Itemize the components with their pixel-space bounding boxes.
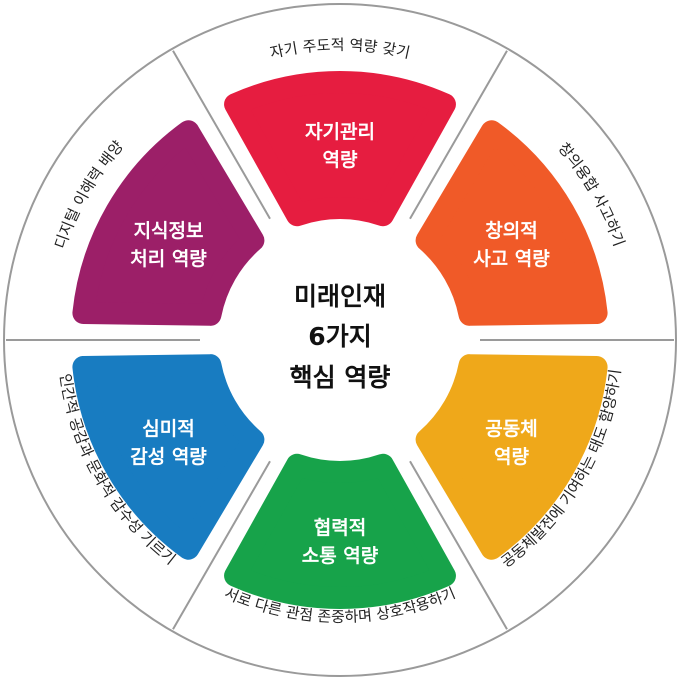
petal-label-line: 심미적	[142, 418, 194, 440]
outer-ring	[3, 3, 677, 677]
center-title: 미래인재 6가지 핵심 역량	[290, 282, 391, 392]
petal-label-line: 역량	[494, 446, 529, 468]
petal-shape	[415, 354, 608, 560]
center-line-2: 6가지	[308, 322, 371, 351]
petal-label-line: 처리 역량	[130, 248, 207, 270]
petal-label-line: 감성 역량	[130, 446, 207, 468]
divider-line	[172, 460, 271, 630]
petal-shape	[224, 71, 456, 227]
petal-label-line: 지식정보	[134, 220, 204, 242]
petal-label-line: 소통 역량	[302, 545, 379, 567]
petal-label-line: 사고 역량	[473, 248, 550, 270]
petal-shape	[415, 120, 608, 326]
ring-text-self-management: 자기 주도적 역량 갖기	[268, 36, 411, 62]
ring-text-path: 자기 주도적 역량 갖기	[268, 36, 411, 62]
divider-line	[409, 460, 508, 630]
petal-label-line: 창의적	[485, 220, 537, 242]
petal-label-line: 공동체	[485, 418, 537, 440]
center-line-1: 미래인재	[294, 282, 386, 311]
petal-label-line: 역량	[323, 149, 358, 171]
petal-label-line: 협력적	[314, 517, 366, 539]
petal-shape	[72, 120, 265, 326]
petal-label-line: 자기관리	[305, 121, 375, 143]
center-line-3: 핵심 역량	[290, 363, 391, 392]
divider-line	[409, 50, 508, 220]
petal-shape	[72, 354, 265, 560]
divider-line	[172, 50, 271, 220]
petal-shape	[224, 453, 456, 609]
